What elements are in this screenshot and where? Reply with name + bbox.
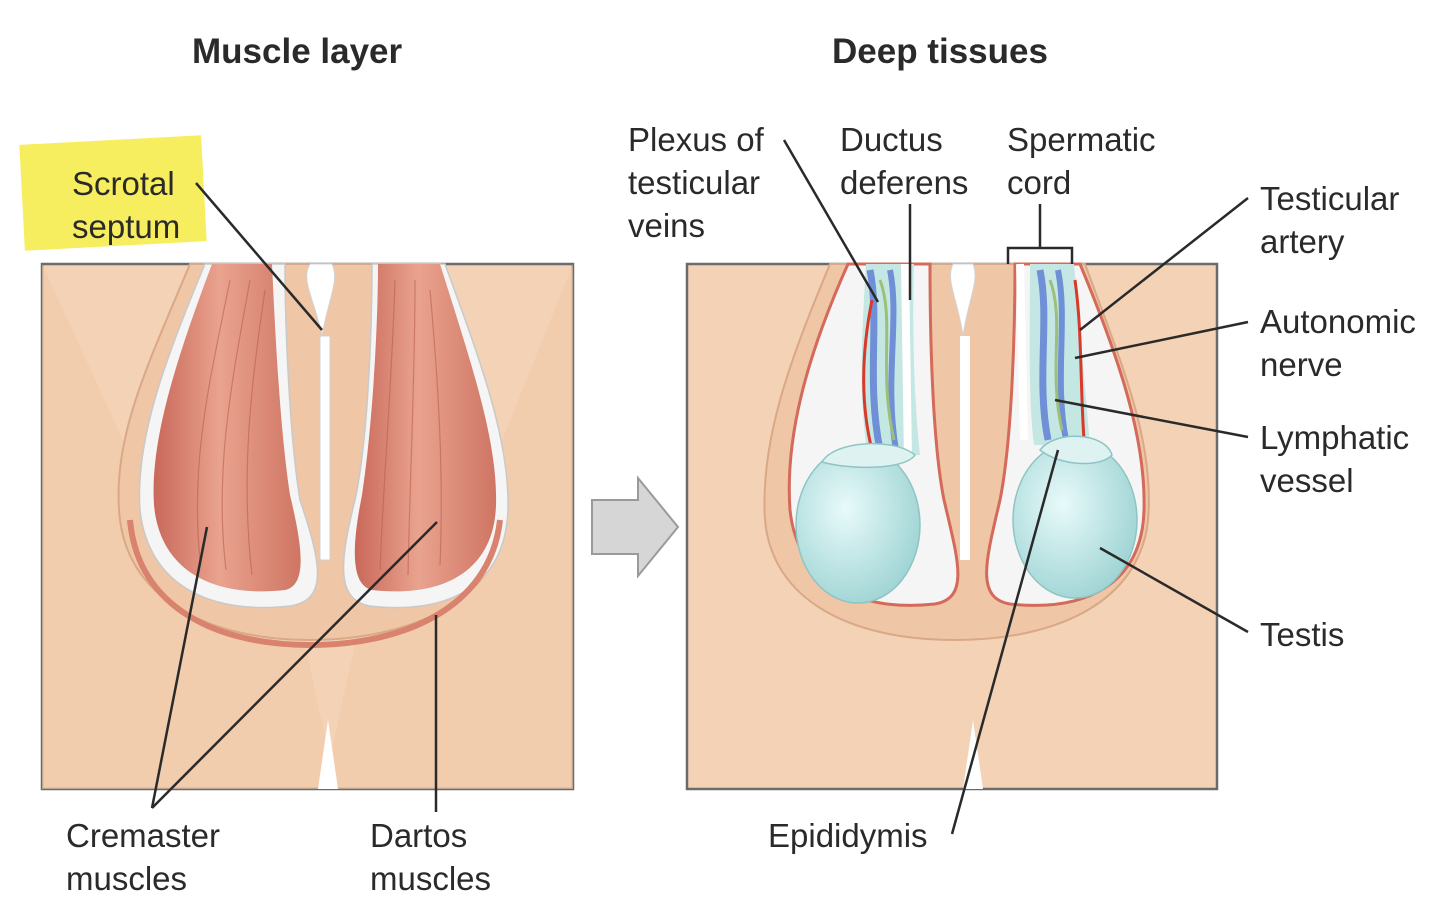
label-cremaster-muscles: Cremaster muscles (66, 817, 221, 897)
leader-lines (150, 139, 1249, 835)
title-deep-tissues: Deep tissues (832, 32, 1048, 71)
leader-cremaster-right (151, 521, 438, 809)
spermatic-cord-bracket (1006, 246, 1074, 264)
muscle-layer-panel (40, 262, 575, 791)
label-epididymis: Epididymis (768, 817, 928, 854)
leader-cremaster-left (150, 526, 209, 809)
leader-scrotal-septum (195, 182, 323, 331)
label-lymphatic-vessel: Lymphatic vessel (1260, 419, 1410, 499)
leader-plexus (782, 139, 880, 303)
leader-autonomic-nerve (1074, 320, 1249, 360)
leader-testis (1099, 546, 1249, 634)
label-testis: Testis (1260, 616, 1345, 653)
crotch-gap (318, 720, 338, 789)
label-dartos-muscles: Dartos muscles (370, 817, 492, 897)
label-scrotal-septum: Scrotal septum (72, 165, 181, 245)
leader-testicular-artery (1079, 197, 1249, 331)
testis-right (1012, 441, 1138, 599)
leader-lymphatic-vessel (1054, 398, 1249, 439)
epididymis (1038, 435, 1113, 465)
label-plexus-testicular-veins: Plexus of testicular veins (628, 121, 764, 244)
cremaster-muscle-right (354, 264, 497, 592)
dartos-band (127, 519, 503, 649)
right-thigh-shade (330, 264, 573, 789)
cremaster-muscle-left (153, 264, 301, 592)
left-thigh-shade (42, 264, 330, 789)
label-ductus-deferens: Ductus deferens (840, 121, 969, 201)
label-spermatic-cord: Spermatic cord (1007, 121, 1156, 201)
leader-epididymis (950, 449, 1060, 835)
label-autonomic-nerve: Autonomic nerve (1260, 303, 1416, 383)
testis-left (795, 446, 921, 604)
transition-arrow (591, 475, 680, 579)
label-testicular-artery: Testicular artery (1260, 180, 1400, 260)
deep-tissues-panel (685, 246, 1219, 791)
title-muscle-layer: Muscle layer (192, 32, 403, 71)
